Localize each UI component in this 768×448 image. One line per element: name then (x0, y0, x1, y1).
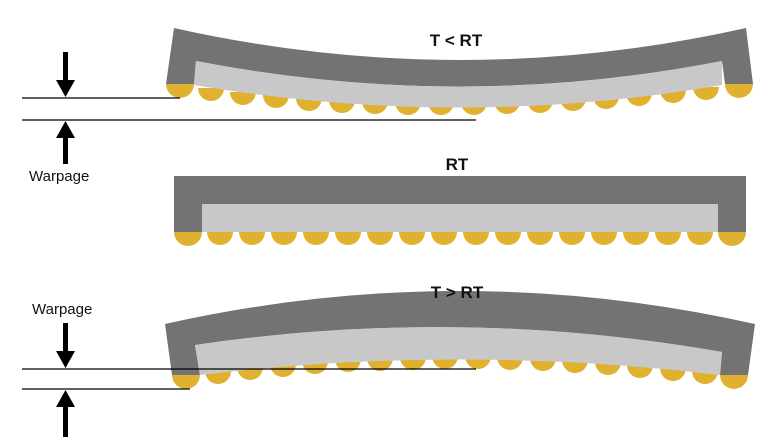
solder-ball (527, 232, 553, 245)
solder-ball (230, 92, 256, 105)
solder-ball (172, 375, 200, 389)
solder-ball (207, 232, 233, 245)
die-hot (195, 327, 722, 375)
solder-ball (595, 362, 621, 375)
solder-ball (399, 232, 425, 245)
warpage-indicator-hot: Warpage (22, 301, 476, 437)
solder-ball (166, 84, 194, 98)
solder-ball (591, 232, 617, 245)
solder-ball (495, 232, 521, 245)
solder-ball (718, 232, 746, 246)
warpage-indicator-cold: Warpage (22, 52, 476, 185)
solder-ball (335, 232, 361, 245)
up-arrow-icon (56, 121, 75, 164)
warpage-label-hot: Warpage (32, 301, 92, 318)
solder-ball (463, 232, 489, 245)
substrate-hot (165, 291, 755, 375)
solder-ball (627, 365, 653, 378)
solder-ball (367, 232, 393, 245)
solder-ball (692, 371, 718, 384)
panel-title-room: RT (446, 155, 469, 174)
solder-ball (400, 357, 426, 370)
down-arrow-icon (56, 323, 75, 368)
solder-ball (660, 368, 686, 381)
solder-ball (693, 87, 719, 100)
solder-ball (237, 367, 263, 380)
panel-room: RT (174, 155, 746, 246)
panel-cold: T < RT Warpage (22, 28, 753, 185)
up-arrow-icon (56, 390, 75, 437)
solder-ball (367, 358, 393, 371)
solder-ball (720, 375, 748, 389)
warpage-label-cold: Warpage (29, 168, 89, 185)
solder-ball (562, 360, 588, 373)
solder-ball (270, 364, 296, 377)
solder-balls-hot (172, 356, 748, 389)
panel-hot: T > RT Warpage (22, 283, 755, 437)
solder-ball (687, 232, 713, 245)
solder-balls-room (174, 232, 746, 246)
solder-ball (174, 232, 202, 246)
solder-ball (205, 371, 231, 384)
panel-title-hot: T > RT (431, 283, 484, 302)
solder-ball (623, 232, 649, 245)
solder-ball (725, 84, 753, 98)
panel-title-cold: T < RT (430, 31, 483, 50)
solder-ball (431, 232, 457, 245)
substrate-cold (166, 28, 753, 87)
solder-ball (559, 232, 585, 245)
down-arrow-icon (56, 52, 75, 97)
solder-ball (296, 98, 322, 111)
die-cold (194, 61, 722, 108)
solder-ball (263, 95, 289, 108)
solder-ball (655, 232, 681, 245)
solder-ball (239, 232, 265, 245)
solder-ball (303, 232, 329, 245)
solder-ball (198, 88, 224, 101)
die-room (202, 204, 718, 232)
solder-ball (271, 232, 297, 245)
solder-ball (497, 357, 523, 370)
